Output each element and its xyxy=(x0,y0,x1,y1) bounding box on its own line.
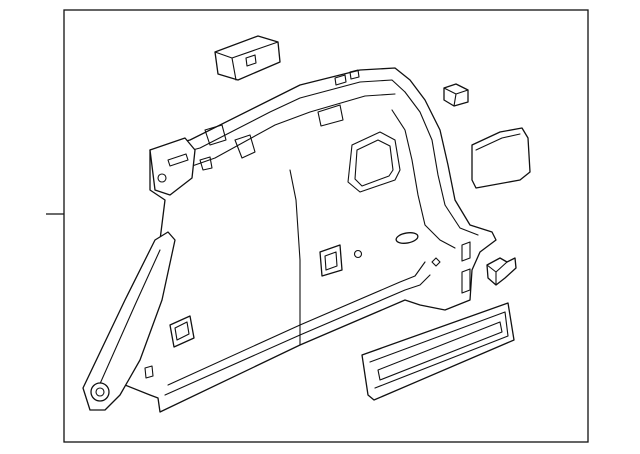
lower-edge xyxy=(164,274,431,396)
molding-strip-groove xyxy=(377,321,503,381)
top-tab-3 xyxy=(199,156,213,171)
diagram-frame xyxy=(63,9,589,443)
window-opening-inner xyxy=(354,139,394,187)
lower-edge-inner xyxy=(167,261,426,386)
lower-panel-clip-inner xyxy=(174,321,190,341)
front-post-bolt-hole xyxy=(90,382,110,402)
lower-molding-strip xyxy=(361,302,515,401)
lower-front-tab xyxy=(144,365,154,379)
molding-strip-inner xyxy=(369,311,509,389)
panel-divider xyxy=(289,169,301,346)
cover-plate-edge xyxy=(475,133,521,151)
top-rail-inner xyxy=(174,93,396,173)
quarter-trim-panel xyxy=(82,67,497,413)
cover-plate-body xyxy=(471,127,531,189)
front-post xyxy=(82,231,176,411)
top-notch-1 xyxy=(334,74,347,86)
front-post-inner xyxy=(94,249,161,396)
bracket-clip-fold xyxy=(486,261,508,286)
rear-pillar-outer xyxy=(404,91,479,236)
upper-clip-window xyxy=(245,54,257,67)
mid-panel-clip-inner xyxy=(324,251,338,271)
bracket-clip-body xyxy=(486,257,517,286)
oval-slot xyxy=(395,232,419,244)
mid-panel-hole xyxy=(353,249,363,259)
top-notch-2 xyxy=(349,69,360,80)
small-clip-fold xyxy=(443,87,469,107)
rear-diamond xyxy=(431,257,441,267)
upper-clip xyxy=(214,35,281,81)
top-slot xyxy=(317,104,344,127)
top-rail-edge xyxy=(154,79,406,161)
upper-left-slot xyxy=(167,153,189,167)
small-clip xyxy=(443,83,469,107)
rear-slot-1 xyxy=(461,241,471,262)
lower-panel-clip xyxy=(169,315,195,348)
upper-left-hole xyxy=(157,173,167,183)
cover-plate xyxy=(471,127,531,189)
window-opening xyxy=(347,131,401,193)
upper-clip-edge xyxy=(231,57,237,81)
bracket-clip xyxy=(486,257,517,286)
rear-slot-2 xyxy=(461,268,471,294)
upper-left-block xyxy=(149,137,196,196)
rear-pillar-inner xyxy=(391,109,456,249)
front-post-bolt-hole-inner xyxy=(95,387,105,397)
top-tab-1 xyxy=(204,124,227,146)
molding-strip-body xyxy=(361,302,515,401)
top-tab-2 xyxy=(234,134,256,159)
